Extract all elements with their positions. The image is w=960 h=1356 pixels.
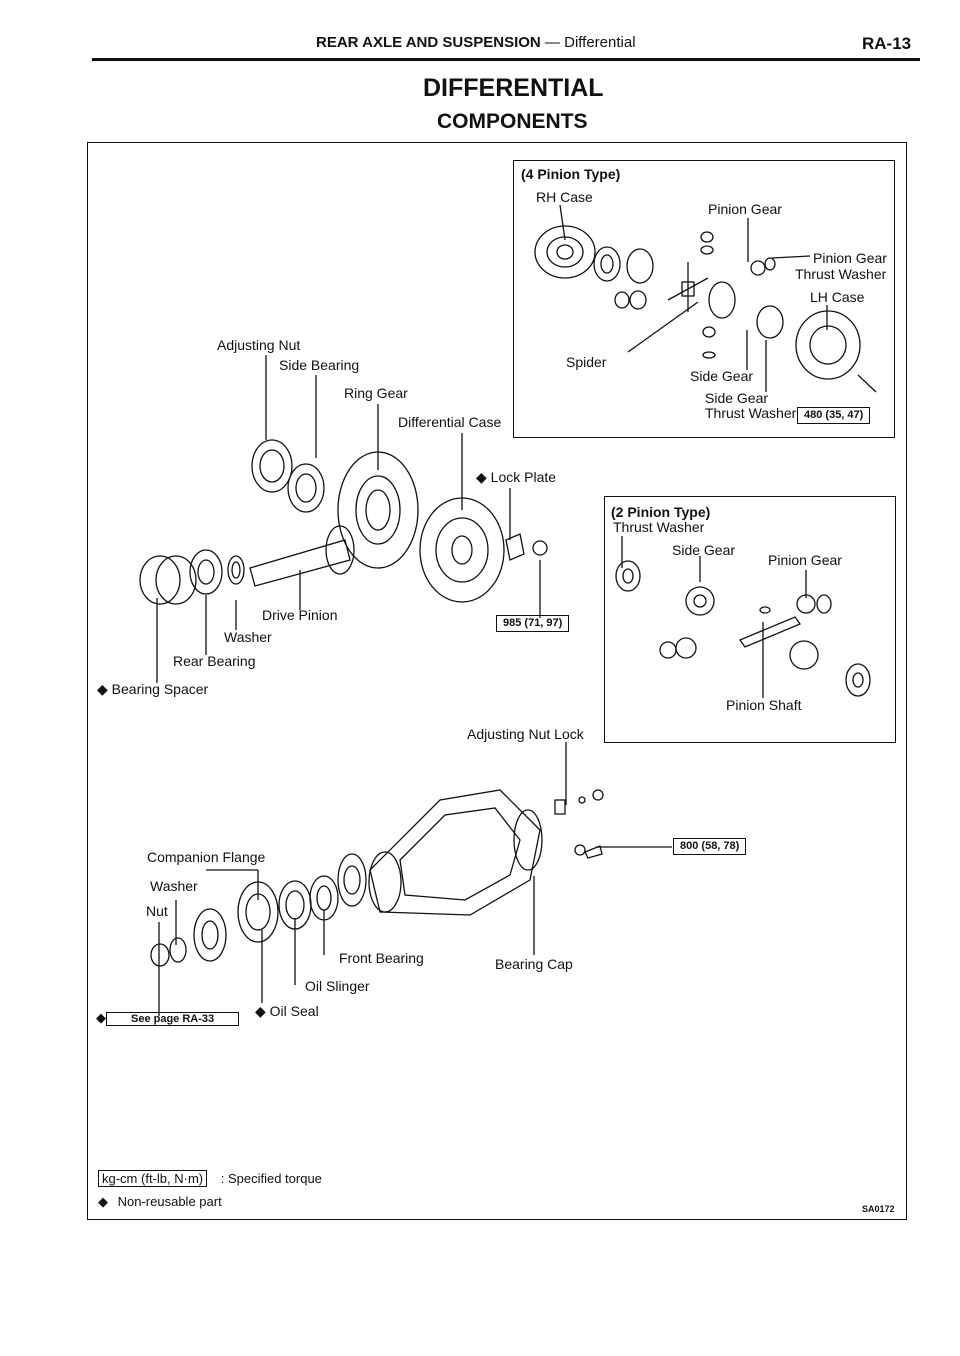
label-side-gear-thrust-2: Thrust Washer [705, 405, 797, 421]
label-lock-plate-text: Lock Plate [490, 469, 557, 485]
two-pinion-inset [604, 496, 896, 743]
page-title: DIFFERENTIAL [423, 74, 604, 102]
torque-480: 480 (35, 47) [797, 407, 871, 424]
legend-torque-unit: kg-cm (ft-lb, N·m) [98, 1170, 208, 1187]
rh-case-drawing [534, 225, 596, 279]
two-pinion-drawing [615, 560, 871, 697]
drive-pinion-drawing [249, 525, 355, 587]
front-assembly-drawing [150, 853, 367, 967]
leader-lines [156, 204, 828, 1016]
label-nut: Nut [146, 903, 168, 919]
legend-nonreusable: ◆ Non-reusable part [98, 1194, 222, 1210]
section-title: REAR AXLE AND SUSPENSION [316, 34, 541, 51]
label-lock-plate: ◆ Lock Plate [476, 469, 556, 485]
label-spider: Spider [566, 354, 607, 370]
page-number: RA-13 [862, 34, 912, 53]
label-differential-case: Differential Case [398, 414, 502, 430]
label-bearing-spacer-text: Bearing Spacer [111, 681, 209, 697]
label-lh-case: LH Case [810, 289, 865, 305]
header-rule [92, 58, 920, 61]
label-pinion-gear-2p: Pinion Gear [768, 552, 842, 568]
nonreusable-diamond-icon: ◆ [255, 1003, 266, 1019]
lh-case-drawing [708, 281, 877, 393]
legend-torque-desc: : Specified torque [220, 1171, 322, 1186]
legend-torque: kg-cm (ft-lb, N·m) : Specified torque [98, 1170, 322, 1187]
page-subtitle: COMPONENTS [437, 110, 588, 133]
side-gear-4p-drawing [593, 246, 654, 284]
label-side-gear-2p: Side Gear [672, 542, 736, 558]
label-rear-bearing: Rear Bearing [173, 653, 256, 669]
nonreusable-diamond-icon: ◆ [97, 681, 108, 697]
four-pinion-title: (4 Pinion Type) [521, 166, 621, 182]
label-adjusting-nut-lock: Adjusting Nut Lock [467, 726, 584, 742]
label-washer-2: Washer [150, 878, 198, 894]
torque-800: 800 (58, 78) [673, 838, 747, 855]
label-front-bearing: Front Bearing [339, 950, 424, 966]
label-rh-case: RH Case [536, 189, 593, 205]
ring-gear-drawing [337, 451, 419, 569]
label-oil-seal: ◆ Oil Seal [255, 1003, 319, 1019]
label-side-gear-thrust-1: Side Gear [705, 390, 769, 406]
label-pinion-gear-thrust-2: Thrust Washer [795, 266, 887, 282]
label-drive-pinion: Drive Pinion [262, 607, 338, 623]
label-bearing-spacer: ◆ Bearing Spacer [97, 681, 208, 697]
adjusting-nut-lock-drawing [554, 789, 604, 859]
label-thrust-washer-2p: Thrust Washer [613, 519, 705, 535]
carrier-housing-drawing [368, 789, 543, 916]
label-washer: Washer [224, 629, 272, 645]
label-pinion-shaft: Pinion Shaft [726, 697, 802, 713]
nonreusable-diamond-icon: ◆ [98, 1194, 108, 1209]
label-oil-seal-text: Oil Seal [269, 1003, 319, 1019]
running-header: REAR AXLE AND SUSPENSION — Differential [316, 34, 636, 51]
label-bearing-cap: Bearing Cap [495, 956, 573, 972]
four-pinion-inset [513, 160, 895, 438]
torque-985: 985 (71, 97) [496, 615, 570, 632]
nonreusable-diamond-icon: ◆ [96, 1010, 106, 1025]
see-page-box: See page RA-33 [106, 1012, 240, 1026]
label-adjusting-nut: Adjusting Nut [217, 337, 301, 353]
header-dash: — [540, 34, 565, 51]
label-side-gear-4p: Side Gear [690, 368, 754, 384]
subsection-title: Differential [564, 34, 636, 51]
differential-case-drawing [419, 497, 505, 603]
nonreusable-diamond-icon: ◆ [476, 469, 487, 485]
figure-code: SA0172 [862, 1204, 895, 1214]
legend-nonreusable-text: Non-reusable part [117, 1194, 222, 1209]
label-pinion-gear-thrust-1: Pinion Gear [813, 250, 887, 266]
side-bearing-drawing [251, 439, 325, 513]
bearings-washers-drawing [139, 549, 245, 605]
pinion-gear-4p-drawing [614, 231, 776, 359]
spider-drawing [667, 262, 709, 312]
label-companion-flange: Companion Flange [147, 849, 266, 865]
diagram-frame [87, 142, 907, 1220]
label-oil-slinger: Oil Slinger [305, 978, 370, 994]
lock-plate-drawing [505, 533, 548, 561]
label-pinion-gear-4p: Pinion Gear [708, 201, 782, 217]
label-ring-gear: Ring Gear [344, 385, 408, 401]
two-pinion-title: (2 Pinion Type) [611, 504, 711, 520]
label-side-bearing: Side Bearing [279, 357, 360, 373]
see-page-ref: ◆See page RA-33 [96, 1010, 240, 1026]
